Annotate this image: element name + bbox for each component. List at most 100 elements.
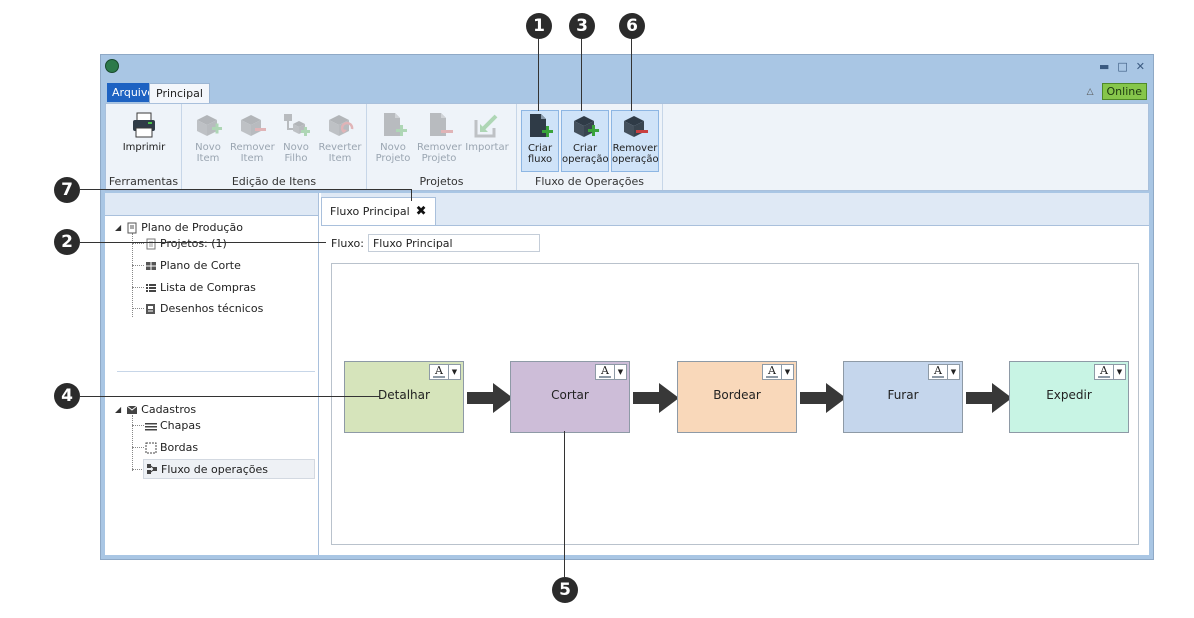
- production-plan-icon: [127, 222, 137, 233]
- content-area: ◢ Plano de Produção Projetos: (1) Plano …: [105, 193, 1149, 555]
- callout-7-leader: [80, 189, 411, 190]
- document-icon: [146, 238, 156, 249]
- novo-filho-button[interactable]: Novo Filho: [274, 110, 318, 172]
- importar-button[interactable]: Importar: [465, 110, 509, 172]
- workflow-icon: [147, 464, 157, 474]
- import-icon: [474, 114, 498, 138]
- group-fluxo-operacoes: Criar fluxo Criar operação Remover opera…: [517, 104, 663, 190]
- document-tab-bar: Fluxo Principal ✖: [321, 193, 1149, 226]
- chevron-down-icon[interactable]: ▼: [782, 364, 794, 380]
- tree-connector: [132, 233, 133, 317]
- criar-fluxo-button[interactable]: Criar fluxo: [521, 110, 559, 172]
- reverter-item-label-1: Reverter: [318, 142, 362, 153]
- group-projetos: Novo Projeto Remover Projeto Importar Pr…: [367, 104, 517, 190]
- tab-principal[interactable]: Principal: [149, 83, 210, 103]
- tree-item-projetos[interactable]: Projetos: (1): [145, 237, 227, 250]
- remover-operacao-button[interactable]: Remover operação: [611, 110, 659, 172]
- callout-1: 1: [526, 13, 552, 39]
- group-label-edicao: Edição de Itens: [231, 175, 317, 188]
- navigation-panel: ◢ Plano de Produção Projetos: (1) Plano …: [105, 193, 319, 555]
- callout-7: 7: [54, 177, 80, 203]
- text-format-button[interactable]: A: [762, 364, 782, 380]
- minimize-icon[interactable]: ▬: [1098, 60, 1110, 73]
- chevron-down-icon[interactable]: ▼: [449, 364, 461, 380]
- callout-1-leader: [538, 38, 539, 111]
- chevron-down-icon[interactable]: ▼: [1114, 364, 1126, 380]
- tree-item-plano-corte[interactable]: Plano de Corte: [145, 259, 241, 272]
- tree-connector: [132, 265, 144, 266]
- edges-icon: [145, 442, 157, 453]
- group-label-fluxo: Fluxo de Operações: [535, 175, 644, 188]
- reverter-item-label-2: Item: [328, 153, 352, 164]
- imprimir-label: Imprimir: [122, 142, 166, 153]
- tab-arquivo[interactable]: Arquivo: [107, 83, 160, 102]
- callout-2: 2: [54, 229, 80, 255]
- tree-connector: [132, 415, 133, 471]
- text-format-button[interactable]: A: [928, 364, 948, 380]
- tree-label-cadastros: Cadastros: [141, 403, 197, 416]
- tree-item-chapas[interactable]: Chapas: [145, 419, 201, 432]
- group-label-projetos: Projetos: [419, 175, 464, 188]
- remover-item-button[interactable]: Remover Item: [230, 110, 275, 172]
- expand-icon[interactable]: ◢: [115, 223, 122, 232]
- remove-item-icon: [241, 115, 266, 136]
- reverter-item-button[interactable]: Reverter Item: [318, 110, 362, 172]
- collapse-ribbon-icon[interactable]: △: [1086, 86, 1094, 97]
- tree-connector: [132, 447, 144, 448]
- flow-canvas[interactable]: A ▼ Detalhar A ▼ Cortar A: [331, 263, 1139, 545]
- online-status-badge: Online: [1101, 83, 1147, 100]
- operation-expedir[interactable]: A ▼ Expedir: [1009, 361, 1129, 433]
- flux-name-input[interactable]: Fluxo Principal: [367, 234, 540, 252]
- flow-arrow-icon: [966, 383, 1012, 413]
- tree-connector: [132, 469, 144, 470]
- operation-furar[interactable]: A ▼ Furar: [843, 361, 963, 433]
- chevron-down-icon[interactable]: ▼: [615, 364, 627, 380]
- novo-projeto-label-2: Projeto: [375, 153, 411, 164]
- operation-label: Furar: [887, 388, 919, 402]
- remover-item-label-1: Remover: [230, 142, 275, 153]
- flow-arrow-icon: [800, 383, 846, 413]
- chevron-down-icon[interactable]: ▼: [948, 364, 960, 380]
- tree-item-plano-producao[interactable]: ◢ Plano de Produção: [115, 221, 243, 234]
- imprimir-button[interactable]: Imprimir: [120, 110, 168, 172]
- novo-projeto-button[interactable]: Novo Projeto: [371, 110, 415, 172]
- tree-item-bordas[interactable]: Bordas: [145, 441, 198, 454]
- flow-arrow-icon: [467, 383, 513, 413]
- callout-3-leader: [581, 38, 582, 111]
- add-child-icon: [284, 114, 310, 136]
- novo-filho-label-2: Filho: [284, 153, 308, 164]
- tree-label-bordas: Bordas: [160, 441, 199, 454]
- operation-bordear[interactable]: A ▼ Bordear: [677, 361, 797, 433]
- create-operation-icon: [574, 116, 599, 137]
- tree-item-cadastros[interactable]: ◢ Cadastros: [115, 403, 196, 416]
- sheets-icon: [145, 422, 157, 430]
- list-icon: [146, 283, 156, 292]
- app-logo-icon: [105, 59, 119, 73]
- remover-projeto-button[interactable]: Remover Projeto: [417, 110, 462, 172]
- text-format-button[interactable]: A: [595, 364, 615, 380]
- operation-label: Cortar: [551, 388, 589, 402]
- close-window-icon[interactable]: ✕: [1135, 60, 1145, 73]
- remove-project-icon: [430, 113, 453, 136]
- tab-fluxo-principal[interactable]: Fluxo Principal ✖: [321, 197, 436, 225]
- expand-icon[interactable]: ◢: [115, 405, 122, 414]
- operation-detalhar[interactable]: A ▼ Detalhar: [344, 361, 464, 433]
- tree-item-lista-compras[interactable]: Lista de Compras: [145, 281, 256, 294]
- tree-item-desenhos[interactable]: Desenhos técnicos: [145, 302, 263, 315]
- maximize-icon[interactable]: □: [1117, 60, 1128, 73]
- close-icon[interactable]: ✖: [415, 203, 427, 219]
- text-format-button[interactable]: A: [429, 364, 449, 380]
- callout-3: 3: [569, 13, 595, 39]
- tree-item-fluxo-operacoes[interactable]: Fluxo de operações: [143, 459, 315, 479]
- novo-item-button[interactable]: Novo Item: [186, 110, 230, 172]
- text-format-button[interactable]: A: [1094, 364, 1114, 380]
- callout-7-leader-vertical: [411, 189, 412, 201]
- panel-splitter[interactable]: [117, 371, 315, 372]
- technical-drawing-icon: [146, 303, 155, 314]
- flux-name-row: Fluxo: Fluxo Principal: [331, 234, 540, 252]
- operation-cortar[interactable]: A ▼ Cortar: [510, 361, 630, 433]
- tree-connector: [132, 243, 144, 244]
- callout-5-leader: [564, 431, 565, 577]
- printer-icon: [133, 112, 155, 138]
- criar-operacao-button[interactable]: Criar operação: [561, 110, 609, 172]
